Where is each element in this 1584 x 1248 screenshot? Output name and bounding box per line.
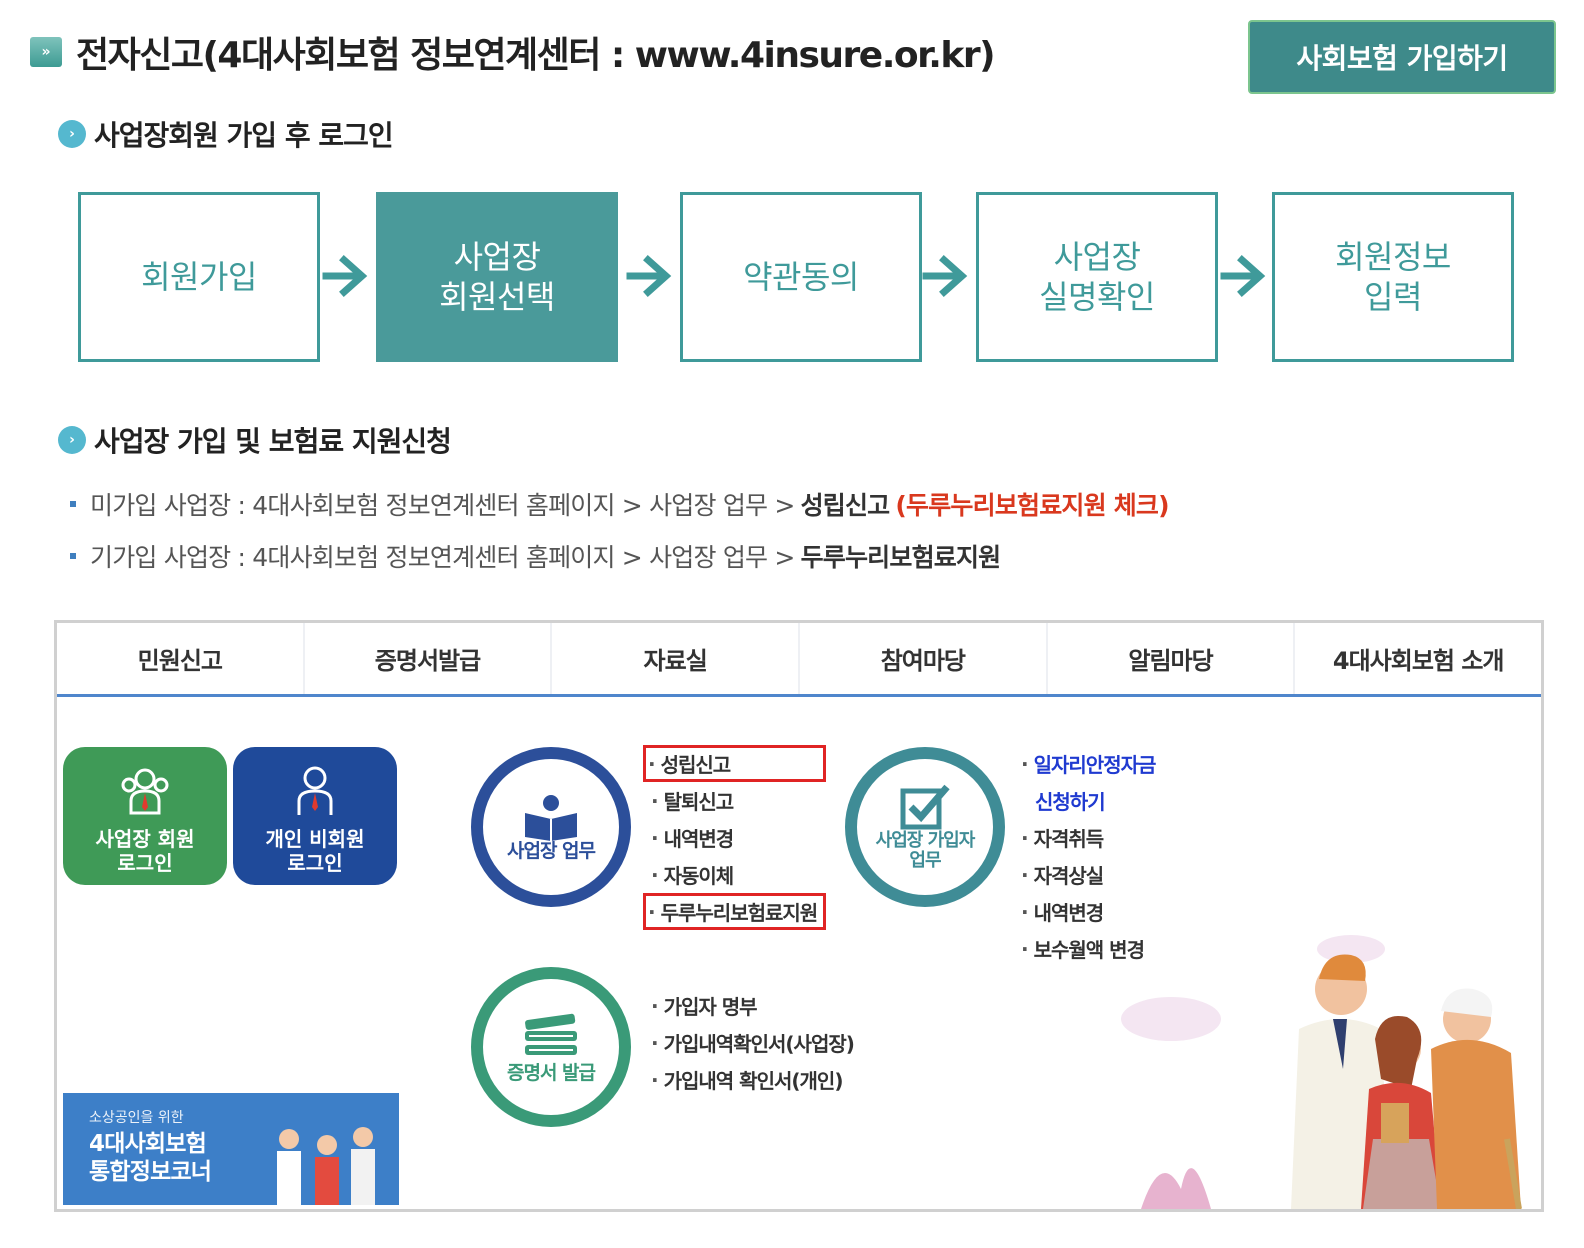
step-member-info-input: 회원정보 입력 bbox=[1272, 192, 1514, 362]
section-heading-join: › 사업장 가입 및 보험료 지원신청 bbox=[58, 420, 452, 460]
nav-civil-report[interactable]: 민원신고 bbox=[57, 623, 305, 694]
chevron-right-circle-icon: › bbox=[58, 426, 86, 454]
page-title: 전자신고(4대사회보험 정보연계센터 : www.4insure.or.kr) bbox=[76, 35, 996, 76]
workers-illustration-icon bbox=[1121, 935, 1522, 1209]
small-business-info-banner[interactable]: 소상공인을 위한 4대사회보험 통합정보코너 bbox=[63, 1093, 399, 1205]
arrow-right-icon bbox=[1220, 255, 1266, 297]
menu-monthly-pay-change[interactable]: 보수월액 변경 bbox=[1021, 930, 1155, 967]
menu-personal-certificate[interactable]: 가입내역 확인서(개인) bbox=[651, 1061, 854, 1098]
menu-details-change[interactable]: 내역변경 bbox=[1021, 893, 1155, 930]
nav-about[interactable]: 4대사회보험 소개 bbox=[1332, 647, 1505, 675]
page-header: » 전자신고(4대사회보험 정보연계센터 : www.4insure.or.kr… bbox=[30, 24, 996, 80]
business-member-login-button[interactable]: 사업장 회원 로그인 bbox=[63, 747, 227, 885]
menu-withdrawal-report[interactable]: 탈퇴신고 bbox=[651, 782, 826, 819]
book-stack-icon bbox=[525, 1013, 577, 1055]
nav-participation[interactable]: 참여마당 bbox=[800, 623, 1048, 694]
info-line-registered: 기가입 사업장 : 4대사회보험 정보연계센터 홈페이지 > 사업장 업무 > … bbox=[70, 536, 1001, 576]
section-title: 사업장 가입 및 보험료 지원신청 bbox=[94, 425, 452, 458]
arrow-right-icon bbox=[626, 255, 672, 297]
double-chevron-icon: » bbox=[30, 37, 62, 67]
bullet-dot bbox=[70, 501, 76, 507]
site-nav: 민원신고 증명서발급 자료실 참여마당 알림마당 4대사회보험 소개 bbox=[57, 623, 1541, 697]
personal-guest-login-button[interactable]: 개인 비회원 로그인 bbox=[233, 747, 397, 885]
menu-establishment-report[interactable]: 성립신고 bbox=[643, 745, 827, 782]
arrow-right-icon bbox=[922, 255, 968, 297]
site-screenshot-panel: 민원신고 증명서발급 자료실 참여마당 알림마당 4대사회보험 소개 사업장 회… bbox=[54, 620, 1544, 1212]
menu-qualification-loss[interactable]: 자격상실 bbox=[1021, 856, 1155, 893]
join-social-insurance-button[interactable]: 사회보험 가입하기 bbox=[1248, 20, 1556, 94]
menu-business-certificate[interactable]: 가입내역확인서(사업장) bbox=[651, 1024, 855, 1061]
business-work-menu: 성립신고 탈퇴신고 내역변경 자동이체 두루누리보험료지원 bbox=[643, 745, 827, 930]
step-business-verification: 사업장 실명확인 bbox=[976, 192, 1218, 362]
section-heading-login: › 사업장회원 가입 후 로그인 bbox=[58, 114, 394, 154]
menu-durunuri-support[interactable]: 두루누리보험료지원 bbox=[643, 893, 827, 930]
certificate-issue-button[interactable]: 증명서 발급 bbox=[471, 967, 631, 1127]
menu-job-stability-apply[interactable]: 신청하기 bbox=[1035, 790, 1106, 814]
step-signup: 회원가입 bbox=[78, 192, 320, 362]
subscriber-work-button[interactable]: 사업장 가입자 업무 bbox=[845, 747, 1005, 907]
bullet-dot bbox=[70, 553, 76, 559]
certificate-menu: 가입자 명부 가입내역확인서(사업장) 가입내역 확인서(개인) bbox=[651, 987, 855, 1098]
nav-certificate[interactable]: 증명서발급 bbox=[305, 623, 553, 694]
reading-person-icon bbox=[525, 794, 577, 841]
nav-notice[interactable]: 알림마당 bbox=[1048, 623, 1296, 694]
business-work-button[interactable]: 사업장 업무 bbox=[471, 747, 631, 907]
section-title: 사업장회원 가입 후 로그인 bbox=[94, 119, 394, 152]
info-line-unregistered: 미가입 사업장 : 4대사회보험 정보연계센터 홈페이지 > 사업장 업무 > … bbox=[70, 484, 1170, 524]
person-icon bbox=[297, 766, 333, 815]
people-illustration-icon bbox=[277, 1127, 375, 1205]
arrow-right-icon bbox=[322, 255, 368, 297]
menu-job-stability-fund[interactable]: 일자리안정자금 bbox=[1021, 745, 1157, 782]
business-people-icon bbox=[121, 768, 169, 815]
chevron-right-circle-icon: › bbox=[58, 120, 86, 148]
nav-archive[interactable]: 자료실 bbox=[552, 623, 801, 694]
menu-change-details[interactable]: 내역변경 bbox=[651, 819, 826, 856]
menu-qualification-acquire[interactable]: 자격취득 bbox=[1021, 819, 1155, 856]
step-business-member-select: 사업장 회원선택 bbox=[376, 192, 618, 362]
checkbox-icon bbox=[900, 784, 950, 830]
step-terms-agree: 약관동의 bbox=[680, 192, 922, 362]
subscriber-work-menu: 일자리안정자금 신청하기 자격취득 자격상실 내역변경 보수월액 변경 bbox=[1021, 745, 1157, 967]
menu-auto-transfer[interactable]: 자동이체 bbox=[651, 856, 826, 893]
menu-subscriber-list[interactable]: 가입자 명부 bbox=[651, 987, 854, 1024]
